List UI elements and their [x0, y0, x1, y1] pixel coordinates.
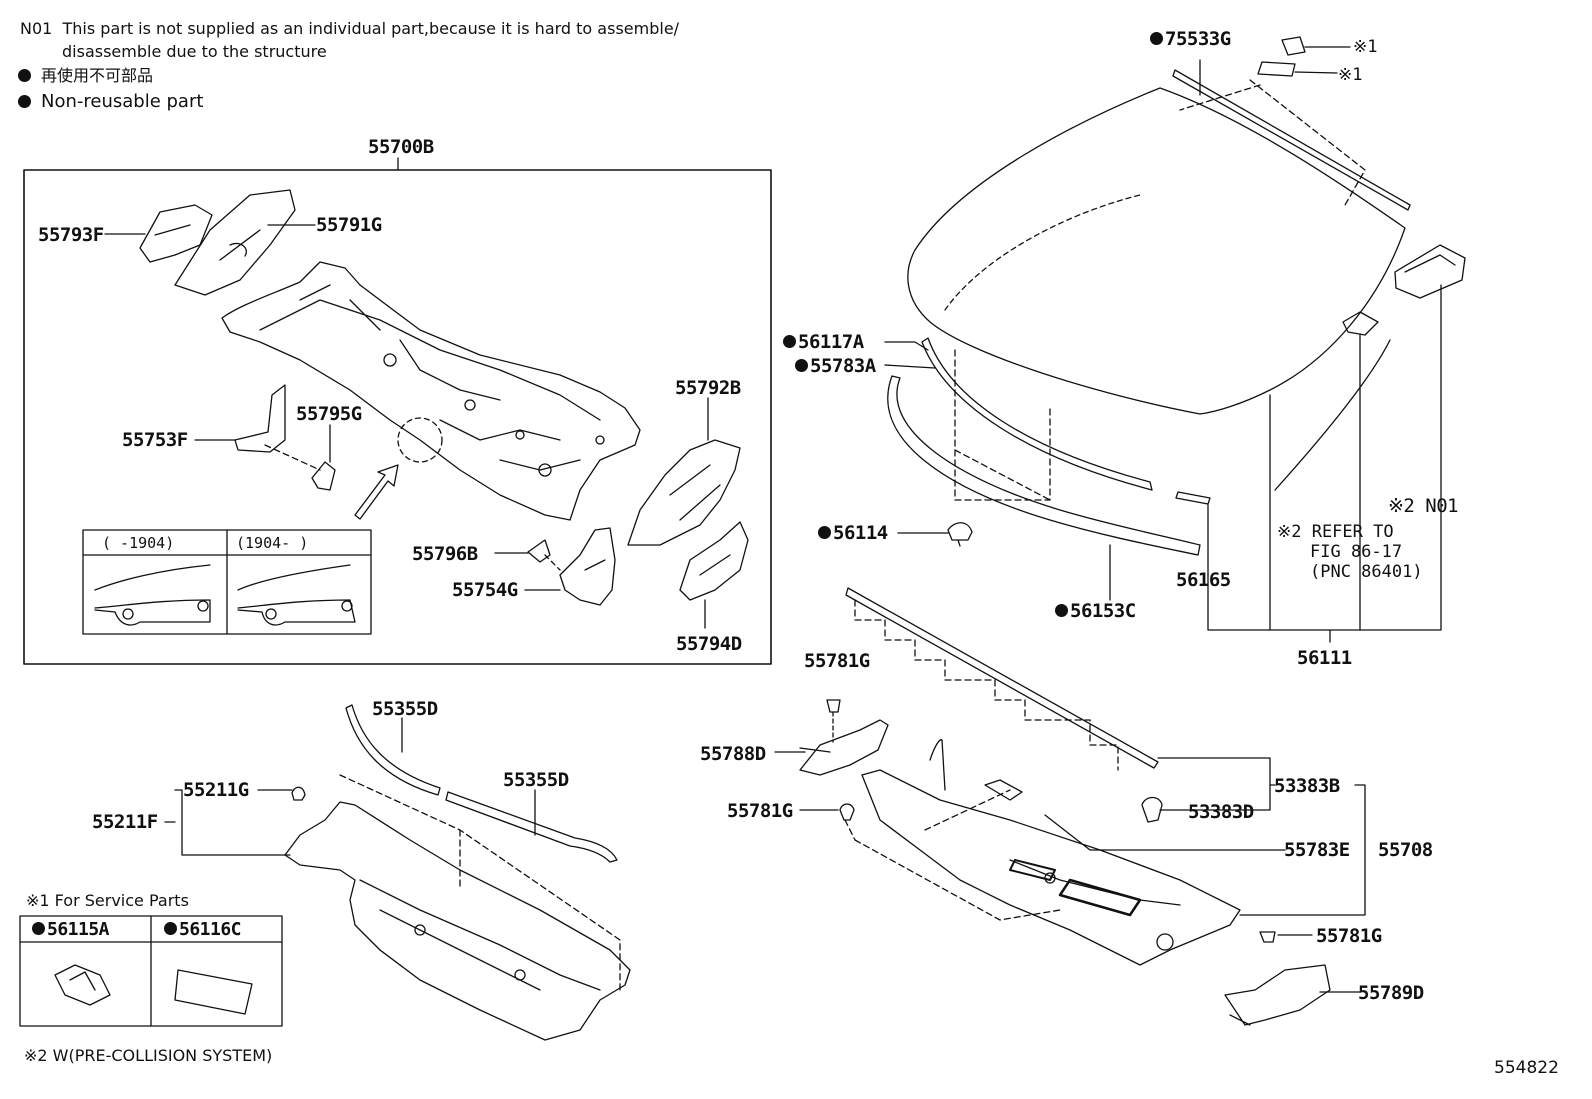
part-55792B [627, 439, 741, 546]
label-53383B: 53383B [1274, 775, 1340, 797]
label-55794D: 55794D [676, 633, 742, 655]
label-56117A-text: 56117A [798, 331, 864, 353]
cowl-panel-55708 [861, 739, 1241, 966]
cowl-55211F [284, 801, 631, 1041]
label-56153C: 56153C [1055, 601, 1136, 621]
clip-top-1 [1281, 36, 1306, 56]
part-55789D [1224, 964, 1331, 1026]
nonreusable-dot-icon [1055, 604, 1068, 617]
part-55796B [527, 539, 551, 563]
date-col-1: ( -1904) [102, 534, 175, 552]
service-parts-title: ※1 For Service Parts [26, 891, 189, 910]
label-55793F: 55793F [38, 224, 104, 246]
ref-2-n01: ※2 N01 [1388, 495, 1459, 517]
label-55753F: 55753F [122, 429, 188, 451]
note-n01-line1: This part is not supplied as an individu… [62, 19, 680, 38]
dash-panel [221, 261, 641, 521]
service-part-56115A-text: 56115A [47, 919, 110, 940]
molding-55783A [921, 337, 1153, 491]
nonreusable-dot-icon [32, 922, 45, 935]
label-53383D: 53383D [1188, 801, 1254, 823]
clip-55781G-c [1259, 931, 1276, 943]
label-56114-text: 56114 [833, 522, 888, 544]
label-56114: 56114 [818, 523, 888, 543]
cowl-seal-53383B [845, 587, 1159, 769]
clip-55211G [291, 786, 306, 801]
label-55211G: 55211G [183, 779, 249, 801]
weatherstrip-55355D-a [345, 704, 441, 796]
note-n01-line2: disassemble due to the structure [62, 42, 327, 61]
label-55754G: 55754G [452, 579, 518, 601]
part-55753F [234, 384, 286, 453]
label-56153C-text: 56153C [1070, 600, 1136, 622]
label-55792B: 55792B [675, 377, 741, 399]
label-56117A: 56117A [783, 332, 864, 352]
part-55793F [139, 204, 213, 263]
clip-55781G-b [839, 803, 855, 821]
label-55783A-text: 55783A [810, 355, 876, 377]
label-75533G-text: 75533G [1165, 28, 1231, 50]
note-nonreusable-jp: 再使用不可部品 [18, 65, 153, 87]
clip-56115A [54, 964, 111, 1006]
tape-56116C [174, 969, 253, 1015]
figure-id: 554822 [1494, 1058, 1559, 1078]
nonreusable-jp-text: 再使用不可部品 [41, 66, 154, 85]
note-nonreusable-en: Non-reusable part [18, 91, 203, 113]
bullet-icon [18, 95, 31, 108]
top-molding-strip [1172, 69, 1411, 211]
part-55791G [174, 189, 296, 296]
part-55795G [311, 461, 336, 491]
nonreusable-dot-icon [795, 359, 808, 372]
label-55781G-a: 55781G [804, 650, 870, 672]
label-55781G-c: 55781G [1316, 925, 1382, 947]
clip-56114 [947, 522, 973, 547]
note-n01: N01 This part is not supplied as an indi… [20, 18, 679, 40]
footnote-precollision: ※2 W(PRE-COLLISION SYSTEM) [24, 1046, 273, 1065]
weatherstrip-55355D-b [445, 791, 618, 863]
nonreusable-dot-icon [164, 922, 177, 935]
service-part-56116C-text: 56116C [179, 919, 242, 940]
nonreusable-dot-icon [818, 526, 831, 539]
refer-line3: (PNC 86401) [1310, 562, 1423, 582]
part-55794D [679, 521, 749, 601]
ref-1a: ※1 [1353, 37, 1378, 57]
clip-top-2 [1257, 61, 1296, 77]
nonreusable-dot-icon [1150, 32, 1163, 45]
part-55754G [559, 527, 616, 606]
label-55355D-a: 55355D [372, 698, 438, 720]
clip-55781G-a [826, 699, 841, 713]
bullet-icon [18, 69, 31, 82]
label-75533G: 75533G [1150, 29, 1231, 49]
service-part-56116C: 56116C [164, 919, 242, 940]
label-55791G: 55791G [316, 214, 382, 236]
label-55796B: 55796B [412, 543, 478, 565]
label-55783A: 55783A [795, 356, 876, 376]
ref-1b: ※1 [1338, 65, 1363, 85]
label-55789D: 55789D [1358, 982, 1424, 1004]
label-55700B: 55700B [368, 136, 434, 158]
nonreusable-en-text: Non-reusable part [41, 91, 204, 112]
label-55355D-b: 55355D [503, 769, 569, 791]
service-part-56115A: 56115A [32, 919, 110, 940]
refer-line2: FIG 86-17 [1310, 542, 1403, 562]
note-n01-code: N01 [20, 19, 53, 38]
date-col-2: (1904- ) [236, 534, 309, 552]
nonreusable-dot-icon [783, 335, 796, 348]
refer-line1: ※2 REFER TO [1277, 522, 1394, 542]
label-55211F: 55211F [92, 811, 158, 833]
label-55783E: 55783E [1284, 839, 1350, 861]
label-56111: 56111 [1297, 647, 1352, 669]
bracket-55788D [799, 719, 889, 776]
label-55795G: 55795G [296, 403, 362, 425]
clip-53383D [1141, 796, 1163, 823]
label-55708: 55708 [1378, 839, 1433, 861]
label-55788D: 55788D [700, 743, 766, 765]
sensor-bracket [1394, 244, 1466, 299]
label-55781G-b: 55781G [727, 800, 793, 822]
windshield-glass [907, 87, 1406, 491]
dam-56153C [887, 375, 1201, 556]
label-56165: 56165 [1176, 569, 1231, 591]
